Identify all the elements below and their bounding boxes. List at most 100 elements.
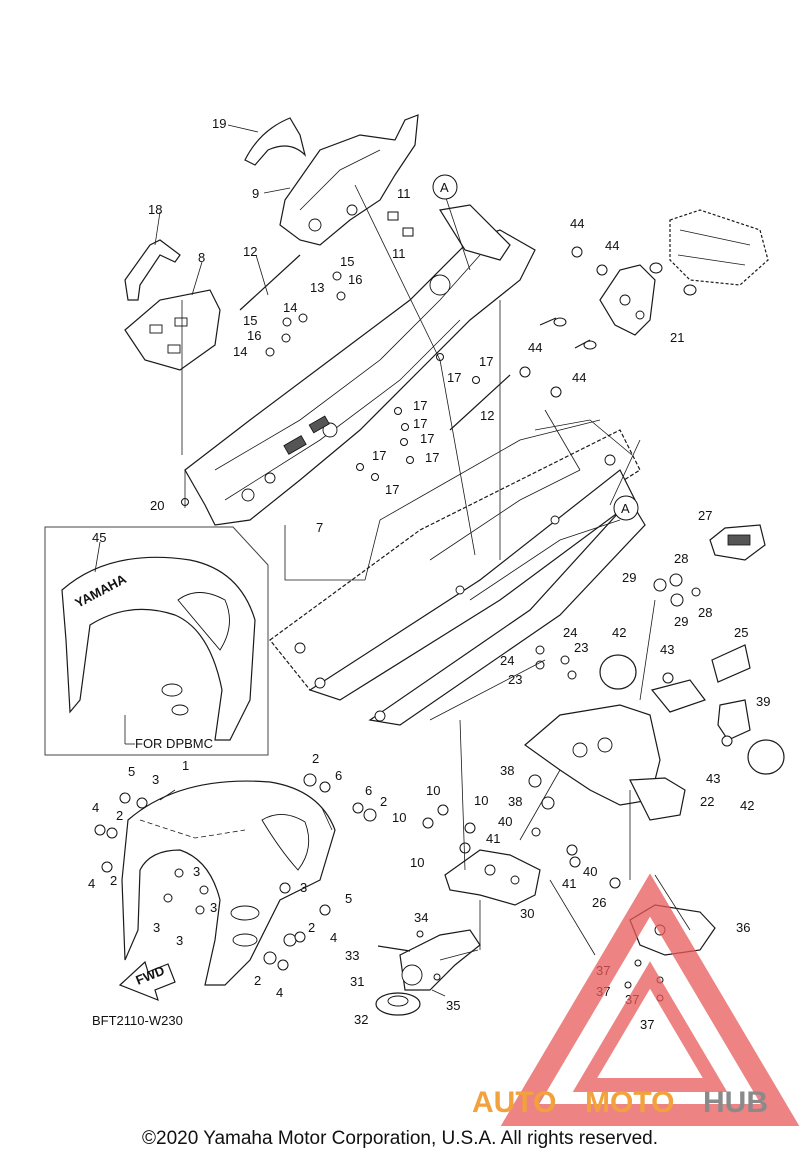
- watermark-auto: AUTO: [472, 1086, 556, 1119]
- callout-4-d: 4: [276, 985, 283, 1000]
- callout-10-b: 10: [474, 793, 488, 808]
- callout-39: 39: [756, 694, 770, 709]
- reflector-42a: [599, 654, 637, 690]
- tail-light-housing: [279, 114, 419, 246]
- callout-2-e: 2: [308, 920, 315, 935]
- tail-lamp-27: [709, 524, 766, 561]
- callout-41-a: 41: [486, 831, 500, 846]
- callout-27: 27: [698, 508, 712, 523]
- diagram-code: BFT2110-W230: [92, 1013, 183, 1028]
- reflector-42b: [747, 739, 785, 775]
- callout-5-b: 5: [345, 891, 352, 906]
- callout-10-a: 10: [426, 783, 440, 798]
- callout-37-d: 37: [640, 1017, 654, 1032]
- callout-9: 9: [252, 186, 259, 201]
- callout-17-b: 17: [447, 370, 461, 385]
- callout-17-f: 17: [425, 450, 439, 465]
- callout-2-b: 2: [380, 794, 387, 809]
- rear-frame: [269, 419, 646, 726]
- callout-40-a: 40: [498, 814, 512, 829]
- callout-10-d: 10: [410, 855, 424, 870]
- callout-3-a: 3: [152, 772, 159, 787]
- callout-10-c: 10: [392, 810, 406, 825]
- rear-fender-assembly: [184, 204, 536, 526]
- callout-14-upper: 14: [283, 300, 297, 315]
- callout-3-d: 3: [153, 920, 160, 935]
- callout-38-a: 38: [500, 763, 514, 778]
- callout-17-a: 17: [479, 354, 493, 369]
- callout-15-lower: 15: [243, 313, 257, 328]
- callout-45: 45: [92, 530, 106, 545]
- ref-circle-a-bottom: [613, 495, 639, 521]
- callout-4-c: 4: [330, 930, 337, 945]
- callout-8: 8: [198, 250, 205, 265]
- callout-4-b: 4: [88, 876, 95, 891]
- bracket-21: [599, 264, 656, 336]
- callout-30: 30: [520, 906, 534, 921]
- callout-16-lower: 16: [247, 328, 261, 343]
- callout-41-b: 41: [562, 876, 576, 891]
- callout-44-d: 44: [572, 370, 586, 385]
- callout-11-lower: 11: [392, 246, 406, 261]
- callout-35: 35: [446, 998, 460, 1013]
- callout-43-b: 43: [706, 771, 720, 786]
- callout-25: 25: [734, 625, 748, 640]
- callout-6-b: 6: [365, 783, 372, 798]
- watermark-triangle: [500, 873, 800, 1126]
- callout-20: 20: [150, 498, 164, 513]
- callout-44-a: 44: [570, 216, 584, 231]
- callout-43-a: 43: [660, 642, 674, 657]
- plate-8: [124, 289, 221, 371]
- cap-32: [375, 992, 421, 1016]
- callout-16-upper: 16: [348, 272, 362, 287]
- callout-23-a: 23: [574, 640, 588, 655]
- inset-front-fender: YAMAHA: [61, 556, 256, 741]
- inset-frame: [44, 526, 269, 756]
- copyright-notice: ©2020 Yamaha Motor Corporation, U.S.A. A…: [142, 1128, 658, 1149]
- callout-3-e: 3: [176, 933, 183, 948]
- watermark-hub: HUB: [703, 1086, 768, 1119]
- callout-2-f: 2: [254, 973, 261, 988]
- callout-6-a: 6: [335, 768, 342, 783]
- callout-28-b: 28: [698, 605, 712, 620]
- callout-33: 33: [345, 948, 359, 963]
- watermark-logo: [500, 873, 800, 1126]
- leader-lines: [154, 124, 691, 997]
- callout-40-b: 40: [583, 864, 597, 879]
- callout-31: 31: [350, 974, 364, 989]
- callout-2-d: 2: [110, 873, 117, 888]
- bracket-30: [444, 849, 541, 906]
- callout-17-d: 17: [413, 416, 427, 431]
- callout-19: 19: [212, 116, 226, 131]
- callout-15-upper: 15: [340, 254, 354, 269]
- callout-28-a: 28: [674, 551, 688, 566]
- callout-21: 21: [670, 330, 684, 345]
- hardware: [94, 211, 733, 1002]
- callout-2-a: 2: [312, 751, 319, 766]
- tail-cover: [244, 117, 307, 166]
- callout-23-b: 23: [508, 672, 522, 687]
- callout-4-a: 4: [92, 800, 99, 815]
- callout-12-lower: 12: [480, 408, 494, 423]
- callout-42-a: 42: [612, 625, 626, 640]
- callout-17-h: 17: [385, 482, 399, 497]
- callout-29-b: 29: [674, 614, 688, 629]
- front-fender: [121, 780, 336, 986]
- ref-circle-a-top: [432, 174, 458, 200]
- callout-17-e: 17: [420, 431, 434, 446]
- ref-label-bottom: A: [621, 501, 630, 516]
- callout-29-a: 29: [622, 570, 636, 585]
- stay-18: [124, 239, 181, 301]
- callout-32: 32: [354, 1012, 368, 1027]
- callout-38-b: 38: [508, 794, 522, 809]
- callout-24-a: 24: [563, 625, 577, 640]
- callout-24-b: 24: [500, 653, 514, 668]
- callout-26: 26: [592, 895, 606, 910]
- callout-18: 18: [148, 202, 162, 217]
- callout-22: 22: [700, 794, 714, 809]
- callout-12-upper: 12: [243, 244, 257, 259]
- watermark-moto: MOTO: [585, 1086, 674, 1119]
- ref-label-top: A: [440, 180, 449, 195]
- callout-3-f: 3: [210, 900, 217, 915]
